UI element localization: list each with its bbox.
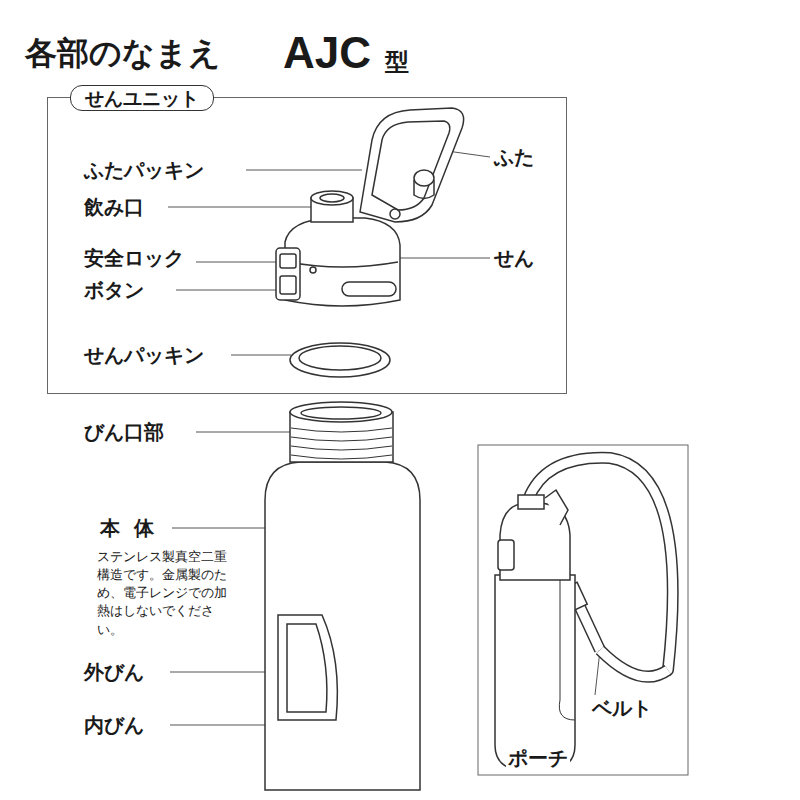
model-suffix: 型 xyxy=(385,46,409,78)
part-label: ふた xyxy=(494,144,534,171)
part-label: 本体 xyxy=(100,515,168,542)
part-label: 内びん xyxy=(84,712,144,739)
part-label: 外びん xyxy=(84,659,144,686)
part-label: 飲み口 xyxy=(84,194,144,221)
part-label: ベルト xyxy=(590,695,654,722)
part-label: せん xyxy=(494,245,534,272)
note-text: ステンレス製真空二重構造です。金属製のため、電子レンジでの加熱はしないでください… xyxy=(97,548,237,639)
model-name: AJC xyxy=(283,28,371,78)
pouch-panel: ベルトポーチ xyxy=(478,445,688,775)
part-label: ボタン xyxy=(84,277,144,304)
part-label: せんパッキン xyxy=(84,342,204,369)
part-label: ふたパッキン xyxy=(84,157,204,184)
part-label: びん口部 xyxy=(84,419,164,446)
page-title: 各部のなまえ xyxy=(25,32,221,76)
part-label: ポーチ xyxy=(506,745,570,772)
part-label: 安全ロック xyxy=(84,245,184,272)
group-tab: せんユニット xyxy=(70,85,214,111)
